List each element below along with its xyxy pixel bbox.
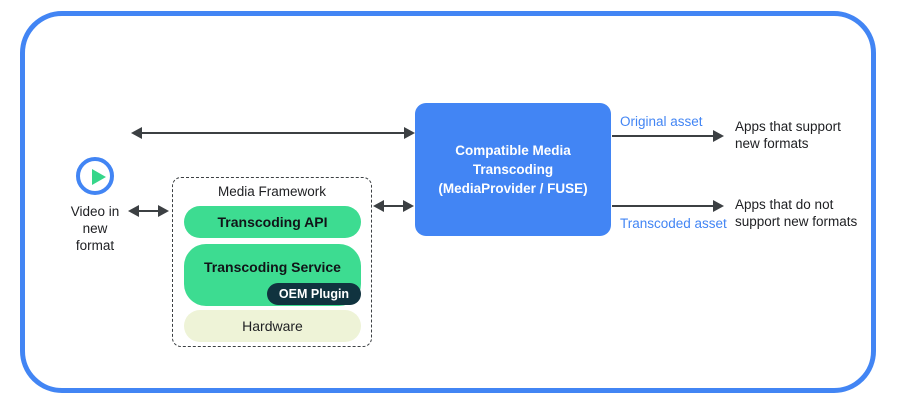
- edge-label-original-asset: Original asset: [620, 114, 703, 129]
- arrow-framework-to-transcoding-head-right: [403, 200, 414, 212]
- play-triangle-icon: [92, 168, 106, 185]
- arrow-video-to-transcoding-head-right: [404, 127, 415, 139]
- arrow-video-to-framework-head-right: [158, 205, 169, 217]
- oem-plugin-badge: OEM Plugin: [267, 283, 361, 305]
- video-source-label: Video in new format: [70, 204, 120, 253]
- arrow-framework-to-transcoding-line: [383, 205, 405, 207]
- arrow-framework-to-transcoding-head-left: [373, 200, 384, 212]
- arrow-video-to-transcoding-line: [142, 132, 407, 134]
- layer-transcoding-api: Transcoding API: [184, 206, 361, 238]
- arrow-transcoded-asset-line: [612, 205, 715, 207]
- apps-that-do-not-support-label: Apps that do not support new formats: [735, 197, 858, 229]
- apps-that-support-label: Apps that support new formats: [735, 119, 841, 151]
- layer-hardware: Hardware: [184, 310, 361, 342]
- arrow-video-to-transcoding-head-left: [131, 127, 142, 139]
- compatible-media-transcoding-box: Compatible Media Transcoding (MediaProvi…: [415, 103, 611, 236]
- edge-label-transcoded-asset: Transcoded asset: [620, 216, 727, 231]
- arrow-video-to-framework-line: [138, 210, 160, 212]
- media-framework-container: [172, 177, 372, 347]
- media-framework-title: Media Framework: [217, 184, 327, 199]
- play-circle-icon: [76, 157, 114, 195]
- arrow-original-asset-line: [612, 135, 715, 137]
- arrow-transcoded-asset-head: [713, 200, 724, 212]
- arrow-original-asset-head: [713, 130, 724, 142]
- arrow-video-to-framework-head-left: [128, 205, 139, 217]
